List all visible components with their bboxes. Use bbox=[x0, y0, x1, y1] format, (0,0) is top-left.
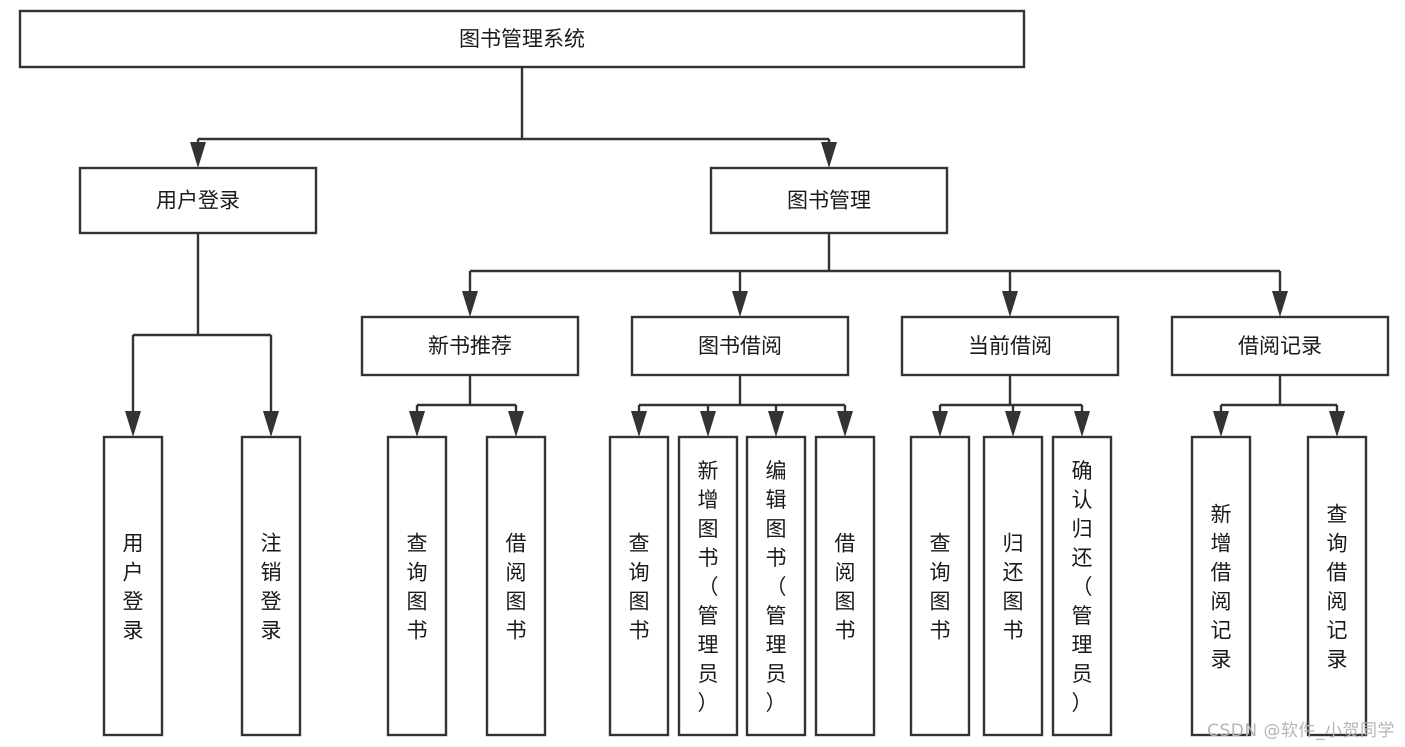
node-book-borrow-label: 图书借阅 bbox=[698, 334, 782, 358]
branch-arrowhead bbox=[700, 411, 716, 437]
branch-arrowhead bbox=[1213, 411, 1229, 437]
node-borrow-record-box bbox=[1170, 315, 1390, 377]
node-current-borrow[interactable]: 当前借阅 bbox=[900, 315, 1120, 377]
node-leaf-query-book-bor-box bbox=[608, 435, 670, 737]
node-leaf-query-book-cur-box bbox=[909, 435, 971, 737]
node-leaf-add-record[interactable]: 新增借阅记录 bbox=[1190, 435, 1252, 737]
node-leaf-add-book-label: 新增图书（管理员） bbox=[698, 459, 719, 715]
node-leaf-borrow-book-new[interactable]: 借阅图书 bbox=[485, 435, 547, 737]
node-new-book-rec-box bbox=[360, 315, 580, 377]
node-leaf-query-record[interactable]: 查询借阅记录 bbox=[1306, 435, 1368, 737]
branch-arrowhead bbox=[1074, 411, 1090, 437]
node-user-login-label: 用户登录 bbox=[156, 189, 240, 213]
branch-arrowhead bbox=[932, 411, 948, 437]
node-leaf-query-book-new-label: 查询图书 bbox=[407, 532, 428, 643]
branch-arrowhead bbox=[462, 291, 478, 317]
branch-arrowhead bbox=[1272, 291, 1288, 317]
node-new-book-rec[interactable]: 新书推荐 bbox=[360, 315, 580, 377]
node-leaf-query-book-new[interactable]: 查询图书 bbox=[386, 435, 448, 737]
node-leaf-add-record-box bbox=[1190, 435, 1252, 737]
branch-arrowhead bbox=[125, 411, 141, 437]
node-leaf-edit-book-label: 编辑图书（管理员） bbox=[766, 459, 787, 715]
node-leaf-user-login-label: 用户登录 bbox=[123, 532, 144, 643]
node-leaf-query-book-cur[interactable]: 查询图书 bbox=[909, 435, 971, 737]
node-book-manage[interactable]: 图书管理 bbox=[709, 166, 949, 235]
node-book-manage-label: 图书管理 bbox=[787, 189, 871, 213]
node-leaf-user-login[interactable]: 用户登录 bbox=[102, 435, 164, 737]
node-user-login[interactable]: 用户登录 bbox=[78, 166, 318, 235]
node-root-label: 图书管理系统 bbox=[459, 27, 585, 51]
branch-arrowhead bbox=[768, 411, 784, 437]
node-leaf-logout-box bbox=[240, 435, 302, 737]
node-leaf-borrow-book-new-box bbox=[485, 435, 547, 737]
node-layer: 图书管理系统用户登录图书管理新书推荐图书借阅当前借阅借阅记录用户登录注销登录查询… bbox=[18, 9, 1390, 737]
node-leaf-return-book-label: 归还图书 bbox=[1003, 532, 1024, 643]
node-leaf-query-book-bor[interactable]: 查询图书 bbox=[608, 435, 670, 737]
node-root-box bbox=[18, 9, 1026, 69]
node-user-login-box bbox=[78, 166, 318, 235]
branch-arrowhead bbox=[732, 291, 748, 317]
node-new-book-rec-label: 新书推荐 bbox=[428, 334, 512, 358]
node-leaf-query-record-label: 查询借阅记录 bbox=[1327, 503, 1348, 672]
node-leaf-confirm-return[interactable]: 确认归还（管理员） bbox=[1051, 435, 1113, 737]
node-leaf-add-record-label: 新增借阅记录 bbox=[1211, 503, 1232, 672]
node-leaf-logout[interactable]: 注销登录 bbox=[240, 435, 302, 737]
node-book-borrow-box bbox=[630, 315, 850, 377]
node-leaf-borrow-book-bor-label: 借阅图书 bbox=[835, 532, 856, 643]
node-leaf-query-book-cur-label: 查询图书 bbox=[930, 532, 951, 643]
branch-arrowhead bbox=[837, 411, 853, 437]
branch-arrowhead bbox=[821, 142, 837, 168]
branch-arrowhead bbox=[1005, 411, 1021, 437]
node-leaf-edit-book-box bbox=[745, 435, 807, 737]
node-current-borrow-box bbox=[900, 315, 1120, 377]
branch-arrowhead bbox=[508, 411, 524, 437]
node-book-borrow[interactable]: 图书借阅 bbox=[630, 315, 850, 377]
node-leaf-confirm-return-box bbox=[1051, 435, 1113, 737]
branch-arrowhead bbox=[1329, 411, 1345, 437]
node-leaf-confirm-return-label: 确认归还（管理员） bbox=[1072, 459, 1093, 715]
branch-arrowhead bbox=[1002, 291, 1018, 317]
node-leaf-edit-book[interactable]: 编辑图书（管理员） bbox=[745, 435, 807, 737]
node-leaf-add-book[interactable]: 新增图书（管理员） bbox=[677, 435, 739, 737]
csdn-watermark: CSDN @软件_小贺同学 bbox=[1207, 721, 1395, 741]
node-leaf-borrow-book-bor-box bbox=[814, 435, 876, 737]
node-leaf-borrow-book-new-label: 借阅图书 bbox=[506, 532, 527, 643]
node-leaf-query-record-box bbox=[1306, 435, 1368, 737]
node-leaf-add-book-box bbox=[677, 435, 739, 737]
node-leaf-query-book-new-box bbox=[386, 435, 448, 737]
node-leaf-user-login-box bbox=[102, 435, 164, 737]
node-root[interactable]: 图书管理系统 bbox=[18, 9, 1026, 69]
node-borrow-record-label: 借阅记录 bbox=[1238, 334, 1322, 358]
node-borrow-record[interactable]: 借阅记录 bbox=[1170, 315, 1390, 377]
node-leaf-return-book-box bbox=[982, 435, 1044, 737]
branch-arrowhead bbox=[409, 411, 425, 437]
node-leaf-return-book[interactable]: 归还图书 bbox=[982, 435, 1044, 737]
branch-arrowhead bbox=[263, 411, 279, 437]
node-book-manage-box bbox=[709, 166, 949, 235]
node-leaf-query-book-bor-label: 查询图书 bbox=[629, 532, 650, 643]
branch-arrowhead bbox=[190, 142, 206, 168]
connector-layer bbox=[125, 67, 1345, 437]
node-current-borrow-label: 当前借阅 bbox=[968, 334, 1052, 358]
branch-arrowhead bbox=[631, 411, 647, 437]
node-leaf-logout-label: 注销登录 bbox=[261, 532, 282, 643]
node-leaf-borrow-book-bor[interactable]: 借阅图书 bbox=[814, 435, 876, 737]
